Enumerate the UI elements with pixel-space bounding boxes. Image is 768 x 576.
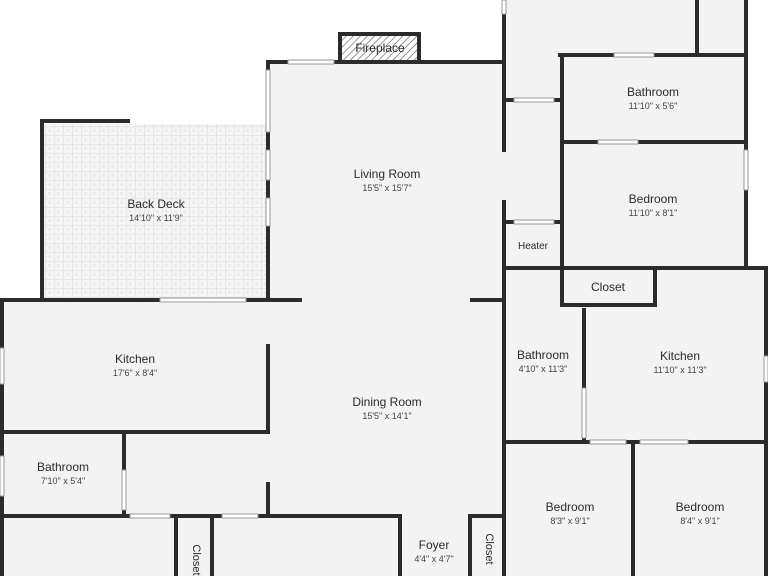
heater-label: Heater	[518, 241, 549, 252]
living-room-dims: 15'5" x 15'7"	[362, 183, 411, 193]
back-deck-floor	[44, 124, 270, 300]
lower-right-floor	[504, 268, 768, 576]
windows	[0, 0, 768, 519]
bathroom-mid-dims: 4'10" x 11'3"	[519, 364, 568, 374]
kitchen-left-dims: 17'6" x 8'4"	[113, 368, 157, 378]
left-wing-floor	[2, 300, 270, 576]
upper-right-floor	[504, 0, 748, 268]
back-deck-dims: 14'10" x 11'9"	[129, 213, 183, 223]
bathroom-left-dims: 7'10" x 5'4"	[41, 476, 85, 486]
bathroom-top-dims: 11'10" x 5'6"	[629, 101, 678, 111]
bedroom-br-dims: 8'4" x 9'1"	[680, 516, 719, 526]
dining-room-dims: 15'5" x 14'1"	[362, 411, 411, 421]
foyer-dims: 4'4" x 4'7"	[414, 554, 453, 564]
closet-mid-label: Closet	[591, 280, 626, 294]
bedroom-bl-label: Bedroom	[546, 500, 595, 514]
living-dining-floor	[270, 62, 504, 576]
bedroom-top-dims: 11'10" x 8'1"	[629, 208, 678, 218]
bathroom-left-label: Bathroom	[37, 460, 89, 474]
living-room-label: Living Room	[354, 167, 421, 181]
closet-right-label: Closet	[483, 533, 495, 564]
foyer-label: Foyer	[419, 538, 450, 552]
bedroom-br-label: Bedroom	[676, 500, 725, 514]
dining-room-label: Dining Room	[352, 395, 421, 409]
fireplace-label: Fireplace	[355, 41, 405, 55]
kitchen-left-label: Kitchen	[115, 352, 155, 366]
back-deck-label: Back Deck	[127, 197, 185, 211]
bathroom-mid-label: Bathroom	[517, 348, 569, 362]
closet-left-label: Closet	[190, 544, 202, 575]
fireplace-hatch	[342, 34, 418, 62]
bedroom-bl-dims: 8'3" x 9'1"	[550, 516, 589, 526]
bedroom-top-label: Bedroom	[629, 192, 678, 206]
room-labels: Fireplace Back Deck 14'10" x 11'9" Livin…	[37, 41, 724, 576]
kitchen-right-label: Kitchen	[660, 349, 700, 363]
kitchen-right-dims: 11'10" x 11'3"	[653, 365, 706, 375]
bathroom-top-label: Bathroom	[627, 85, 679, 99]
